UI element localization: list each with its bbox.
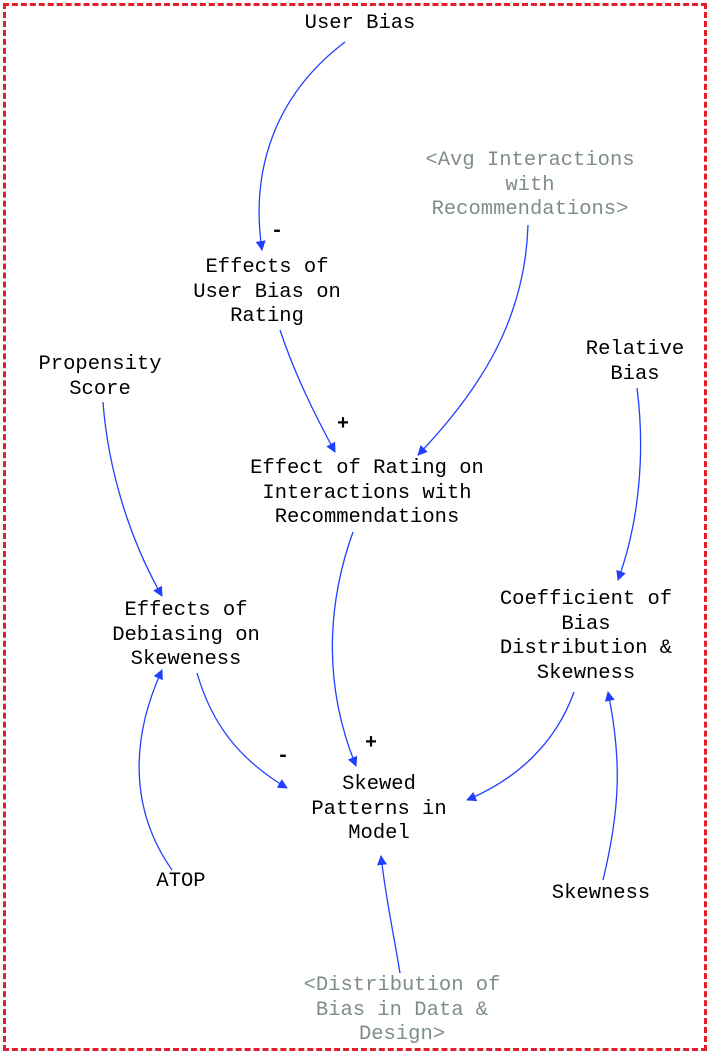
node-effects-of-debiasing: Effects of Debiasing on Skeweness [112, 599, 260, 671]
node-propensity-score: Propensity Score [38, 353, 162, 401]
polarity-rating-to-skewed: + [364, 732, 378, 755]
node-skewness: Skewness [551, 882, 651, 905]
diagram-frame [3, 3, 707, 1051]
node-relative-bias: Relative Bias [585, 338, 685, 386]
link-distribution-bias-to-skewed [377, 855, 401, 974]
link-user-bias-to-effects [255, 41, 346, 251]
node-effect-of-rating: Effect of Rating on Interactions with Re… [250, 457, 484, 529]
link-atop-to-debiasing [138, 669, 173, 871]
link-skewness-to-coefficient [602, 691, 618, 881]
link-coefficient-to-skewed [466, 691, 575, 802]
link-effect-rating-to-skewed [331, 531, 358, 767]
link-avg-interactions-to-effect-rating [417, 224, 529, 456]
link-relative-bias-to-coefficient [616, 387, 642, 581]
node-coefficient-of-bias: Coefficient of Bias Distribution & Skewn… [499, 588, 673, 685]
node-atop: ATOP [156, 870, 206, 893]
node-skewed-patterns: Skewed Patterns in Model [311, 773, 447, 845]
node-avg-interactions-shadow: <Avg Interactions with Recommendations> [425, 149, 635, 221]
polarity-user-bias-to-effects: - [270, 220, 284, 243]
link-effects-user-bias-to-effect-rating [279, 329, 336, 453]
node-user-bias: User Bias [304, 12, 416, 35]
link-debiasing-to-skewed [196, 672, 288, 789]
polarity-effects-to-rating: + [336, 413, 350, 436]
node-effects-user-bias-on-rating: Effects of User Bias on Rating [193, 256, 341, 328]
polarity-debiasing-to-skewed: - [276, 745, 290, 768]
link-propensity-to-debiasing [102, 401, 163, 597]
node-distribution-bias-shadow: <Distribution of Bias in Data & Design> [303, 974, 501, 1046]
